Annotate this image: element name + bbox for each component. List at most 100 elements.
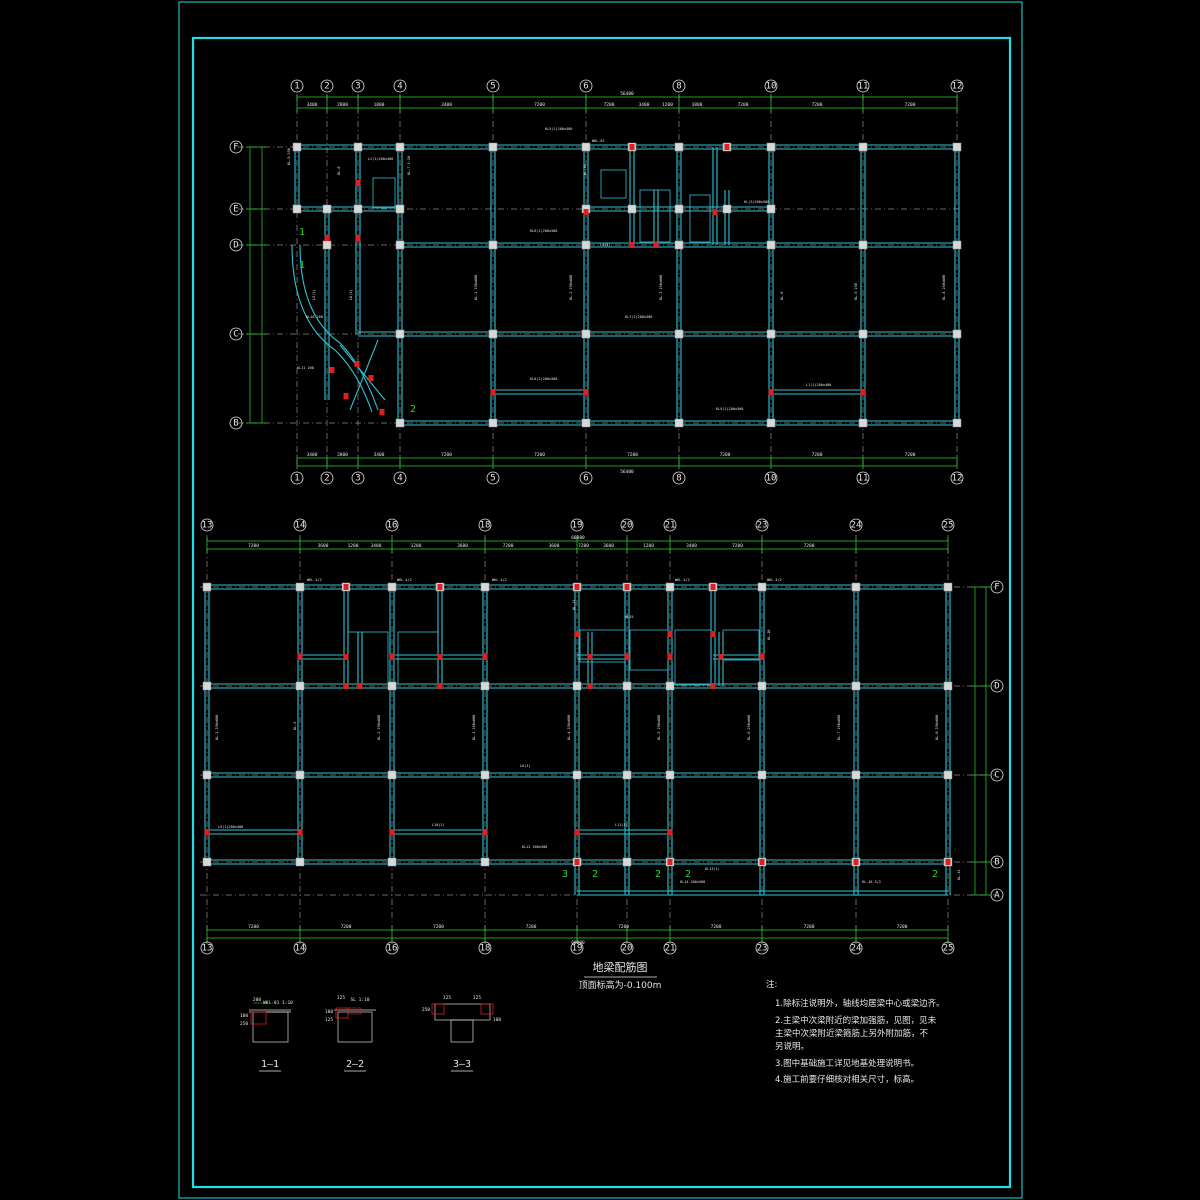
section-2-dim-b: SL 1:10 bbox=[351, 997, 370, 1003]
bottom-highlight-10 bbox=[587, 683, 593, 689]
bottom-beam-tag-7: L10(1) bbox=[432, 823, 445, 827]
bottom-axis-x-23: 23 bbox=[757, 521, 768, 531]
top-column-4 bbox=[581, 142, 591, 152]
outer-frame bbox=[178, 1, 1023, 1199]
bottom-axis-x-bottom-23-circle bbox=[755, 941, 769, 955]
bottom-axis-x-21: 21 bbox=[665, 521, 676, 531]
top-highlight-12 bbox=[860, 389, 866, 395]
bottom-axis-x-bottom-18-circle bbox=[478, 941, 492, 955]
bottom-highlight-8 bbox=[574, 631, 580, 637]
bottom-column-11 bbox=[387, 857, 397, 867]
bottom-highlight-3 bbox=[357, 683, 363, 689]
top-highlight-14 bbox=[368, 375, 374, 381]
bottom-column-23 bbox=[622, 857, 632, 867]
top-column-31 bbox=[674, 329, 684, 339]
bottom-room-box-a bbox=[347, 631, 389, 685]
bottom-column-26 bbox=[665, 770, 675, 780]
bottom-axis-x-19: 19 bbox=[572, 521, 583, 531]
top-column-38 bbox=[674, 418, 684, 428]
bottom-dim-7: 7200 bbox=[897, 924, 908, 930]
top-dim-3: 3400 bbox=[371, 543, 382, 549]
bottom-section-mark-2d: 2 bbox=[932, 869, 938, 880]
top-column-37 bbox=[581, 418, 591, 428]
bottom-axis-x-19-circle bbox=[570, 518, 584, 532]
bottom-column-36 bbox=[943, 582, 953, 592]
top-axis-x-bottom-1: 1 bbox=[294, 474, 299, 484]
notes-header: 注: bbox=[766, 979, 777, 990]
top-section-mark-2: 2 bbox=[410, 404, 416, 415]
top-dim-10: 7200 bbox=[812, 102, 823, 108]
top-axis-x-2: 2 bbox=[324, 82, 329, 92]
top-axis-x-1: 1 bbox=[294, 82, 299, 92]
top-axis-y-F-circle bbox=[229, 140, 243, 154]
bottom-highlight-19 bbox=[437, 584, 443, 590]
bottom-highlight-27 bbox=[574, 829, 580, 835]
top-column-29 bbox=[488, 329, 498, 339]
top-column-30 bbox=[581, 329, 591, 339]
bottom-beam-tag-0: WKL 4/2 bbox=[307, 578, 322, 582]
bottom-col-tag-4: KL-5 250x600 bbox=[657, 715, 661, 740]
top-col-tag-7: KL-8 bbox=[337, 167, 341, 175]
bottom-beam-tag-6: L9(1)200x400 bbox=[218, 825, 243, 829]
bottom-col-tag-2: KL-3 250x600 bbox=[472, 715, 476, 740]
bottom-axis-y-F: F bbox=[994, 583, 999, 593]
plan-title: 地梁配筋图 bbox=[593, 960, 648, 974]
bottom-axis-x-13: 13 bbox=[202, 521, 213, 531]
top-column-39 bbox=[766, 418, 776, 428]
section-2-dim-d: 125 bbox=[325, 1017, 333, 1023]
bottom-section-mark-2c: 2 bbox=[685, 869, 691, 880]
bottom-axis-x-25: 25 bbox=[943, 521, 954, 531]
top-column-6 bbox=[674, 142, 684, 152]
bottom-axis-x-24-circle bbox=[849, 518, 863, 532]
bottom-stair-box-d bbox=[722, 629, 760, 661]
top-dim-4: 7200 bbox=[534, 102, 545, 108]
top-highlight-16 bbox=[343, 393, 349, 399]
top-column-24 bbox=[674, 240, 684, 250]
top-diagonal-beam bbox=[339, 344, 386, 401]
bottom-highlight-0 bbox=[297, 654, 303, 660]
top-axis-x-5-circle bbox=[486, 79, 500, 93]
top-highlight-4 bbox=[629, 242, 635, 248]
bottom-column-30 bbox=[757, 770, 767, 780]
top-dim-1: 3600 bbox=[318, 543, 329, 549]
top-axis-y-F: F bbox=[233, 143, 238, 153]
top-highlight-15 bbox=[329, 367, 335, 373]
bottom-highlight-17 bbox=[759, 654, 765, 660]
note-2-cont-b: 另说明。 bbox=[775, 1041, 809, 1052]
top-axis-y-D-circle bbox=[229, 238, 243, 252]
bottom-axis-x-bottom-18: 18 bbox=[480, 944, 491, 954]
top-column-35 bbox=[395, 418, 405, 428]
bottom-highlight-14 bbox=[710, 631, 716, 637]
bottom-highlight-15 bbox=[710, 683, 716, 689]
bottom-highlight-30 bbox=[667, 859, 673, 865]
bottom-beam-tag-5: L8(1) bbox=[520, 764, 531, 768]
top-col-tag-6: KL-7 1:10 bbox=[407, 156, 411, 175]
bottom-dim-2: 7200 bbox=[433, 924, 444, 930]
bottom-column-22 bbox=[622, 770, 632, 780]
top-axis-x-bottom-3-circle bbox=[351, 471, 365, 485]
top-dim-0: 7200 bbox=[248, 543, 259, 549]
bottom-axis-x-bottom-19-circle bbox=[570, 941, 584, 955]
top-col-tag-10: L6(1) bbox=[349, 289, 353, 300]
bottom-axis-x-18-circle bbox=[478, 518, 492, 532]
top-axis-x-12: 12 bbox=[952, 82, 963, 92]
top-room-box-c bbox=[689, 194, 711, 243]
bottom-column-37 bbox=[943, 681, 953, 691]
bottom-highlight-12 bbox=[667, 631, 673, 637]
bottom-highlight-24 bbox=[297, 829, 303, 835]
top-room-box-b bbox=[639, 189, 671, 243]
plan-subtitle: 顶面标高为-0.100m bbox=[579, 979, 662, 991]
bottom-axis-x-bottom-24-circle bbox=[849, 941, 863, 955]
bottom-axis-y-A-circle bbox=[990, 888, 1004, 902]
top-axis-x-bottom-4: 4 bbox=[397, 474, 402, 484]
bottom-axis-x-24: 24 bbox=[851, 521, 862, 531]
bottom-column-13 bbox=[480, 681, 490, 691]
top-axis-x-10-circle bbox=[764, 79, 778, 93]
bottom-beam-tag-2: WKL 4/2 bbox=[492, 578, 507, 582]
top-column-9 bbox=[858, 142, 868, 152]
top-axis-y-E: E bbox=[233, 205, 238, 215]
top-col-tag-11: KL-10 bbox=[583, 164, 587, 175]
bottom-axis-y-B-circle bbox=[990, 855, 1004, 869]
bottom-axis-x-20: 20 bbox=[622, 521, 633, 531]
bottom-highlight-16 bbox=[718, 654, 724, 660]
